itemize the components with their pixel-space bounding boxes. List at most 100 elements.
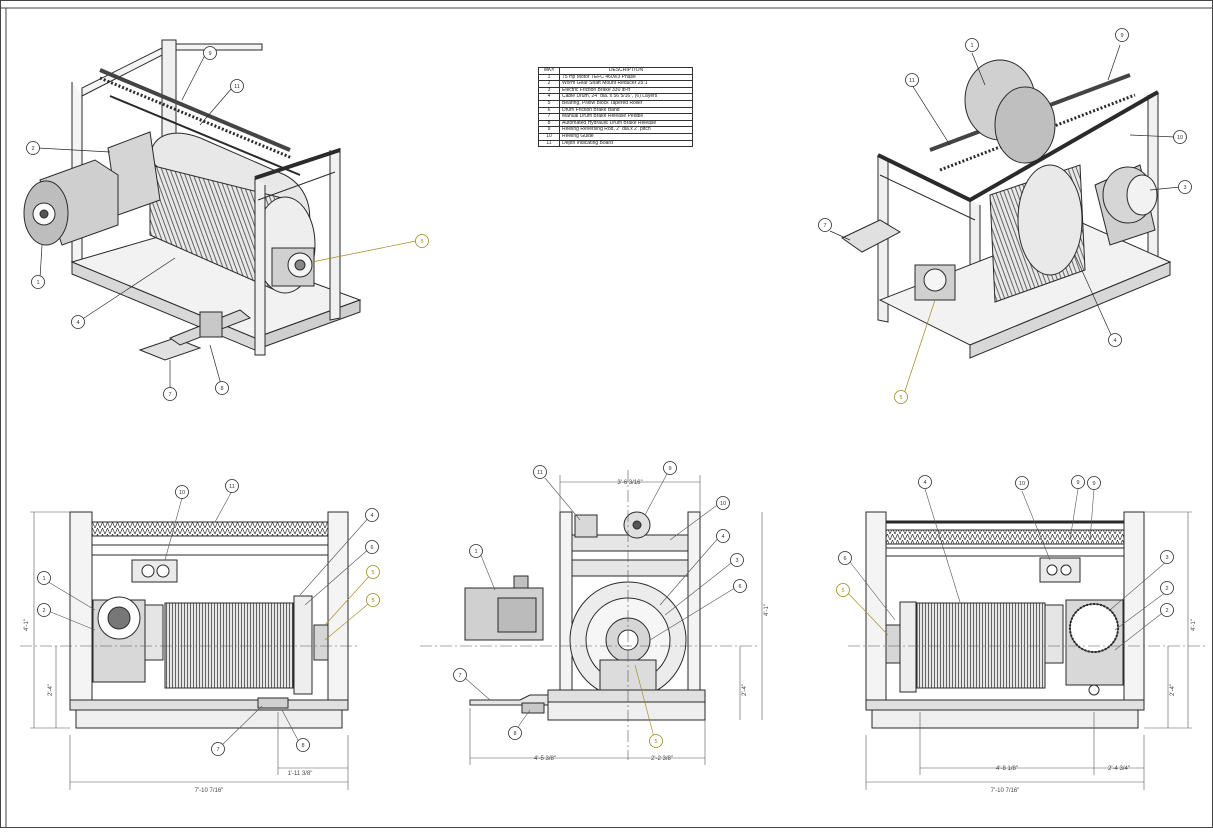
balloon-front-right-8: 2	[1160, 581, 1174, 595]
balloon-number: 9	[668, 466, 671, 472]
balloon-number: 8	[301, 743, 304, 749]
balloon-number: 5	[420, 239, 423, 245]
balloon-front-left-4: 2	[37, 603, 51, 617]
dim-left-width: 7'-10 7/16"	[195, 788, 224, 794]
balloon-number: 8	[220, 386, 223, 392]
balloon-number: 10	[1177, 135, 1183, 141]
isometric-view-right	[841, 59, 1172, 359]
dim-right-span: 4'-8 1/8"	[996, 766, 1018, 772]
balloon-number: 2	[42, 608, 45, 614]
balloon-number: 2	[1165, 586, 1168, 592]
balloon-front-right-1: 4	[918, 475, 932, 489]
balloon-front-right-3: 9	[1071, 475, 1085, 489]
balloon-front-right-9: 2	[1160, 603, 1174, 617]
balloon-iso-left-7: 7	[163, 387, 177, 401]
balloon-front-left-8: 5	[366, 593, 380, 607]
balloon-front-left-10: 8	[296, 738, 310, 752]
balloon-number: 4	[1113, 338, 1116, 344]
front-view-middle	[464, 511, 706, 721]
balloon-iso-right-1: 1	[965, 38, 979, 52]
isometric-view-left	[23, 39, 362, 361]
balloon-front-mid-4: 1	[469, 544, 483, 558]
balloon-iso-left-8: 8	[215, 381, 229, 395]
dim-left-height: 4'-1"	[24, 619, 30, 631]
balloon-iso-right-5: 3	[1178, 180, 1192, 194]
balloon-front-mid-3: 10	[716, 496, 730, 510]
callout-balloons: 9112145781911103745101112465578119101436…	[26, 28, 1192, 756]
balloon-number: 4	[76, 320, 79, 326]
balloon-number: 5	[371, 570, 374, 576]
balloon-number: 11	[234, 84, 240, 90]
balloon-front-mid-1: 11	[533, 465, 547, 479]
balloon-number: 3	[1165, 555, 1168, 561]
balloon-front-mid-8: 7	[453, 668, 467, 682]
balloon-number: 2	[1165, 608, 1168, 614]
balloon-iso-right-2: 9	[1115, 28, 1129, 42]
balloon-front-left-6: 6	[365, 540, 379, 554]
balloon-number: 4	[370, 513, 373, 519]
balloon-number: 7	[168, 392, 171, 398]
balloon-number: 9	[1076, 480, 1079, 486]
balloon-iso-left-4: 1	[31, 275, 45, 289]
balloon-iso-right-6: 7	[818, 218, 832, 232]
balloon-number: 6	[843, 556, 846, 562]
balloon-number: 5	[654, 739, 657, 745]
front-view-left	[69, 511, 349, 729]
balloon-number: 5	[371, 598, 374, 604]
balloon-front-mid-6: 3	[730, 553, 744, 567]
balloon-number: 10	[720, 501, 726, 507]
balloon-iso-left-6: 5	[415, 234, 429, 248]
balloon-number: 7	[458, 673, 461, 679]
balloon-front-mid-10: 5	[649, 734, 663, 748]
balloon-front-right-4: 9	[1087, 476, 1101, 490]
balloon-iso-left-3: 2	[26, 141, 40, 155]
balloon-number: 9	[1120, 33, 1123, 39]
iso-left-leaders	[37, 54, 417, 393]
balloon-number: 1	[36, 280, 39, 286]
balloon-iso-right-7: 4	[1108, 333, 1122, 347]
balloon-iso-right-8: 5	[894, 390, 908, 404]
balloon-number: 6	[738, 584, 741, 590]
balloon-front-right-7: 3	[1160, 550, 1174, 564]
dim-right-height: 4'-1"	[1191, 619, 1197, 631]
front-mid-dims	[420, 470, 763, 765]
dim-mid-right: 2'-2 3/8"	[651, 756, 673, 762]
balloon-number: 1	[474, 549, 477, 555]
balloon-front-mid-5: 4	[716, 529, 730, 543]
balloon-iso-left-5: 4	[71, 315, 85, 329]
balloon-number: 11	[229, 484, 235, 490]
balloon-number: 10	[1019, 481, 1025, 487]
balloon-number: 8	[513, 731, 516, 737]
dim-right-offset: 2'-4 3/4"	[1108, 766, 1130, 772]
balloon-number: 11	[909, 78, 915, 84]
balloon-front-left-7: 5	[366, 565, 380, 579]
bom-description: Depth Indicating Board	[559, 139, 693, 148]
dim-left-axis: 2'-4"	[48, 684, 54, 696]
iso-right-leaders	[829, 44, 1181, 398]
balloon-number: 6	[370, 545, 373, 551]
balloon-number: 1	[970, 43, 973, 49]
dim-right-axis: 2'-4"	[1170, 684, 1176, 696]
balloon-front-left-5: 4	[365, 508, 379, 522]
balloon-number: 7	[216, 747, 219, 753]
balloon-number: 10	[179, 490, 185, 496]
balloon-front-left-3: 1	[37, 571, 51, 585]
balloon-front-left-1: 10	[175, 485, 189, 499]
balloon-front-right-2: 10	[1015, 476, 1029, 490]
balloon-number: 5	[899, 395, 902, 401]
balloon-number: 3	[735, 558, 738, 564]
balloon-number: 1	[42, 576, 45, 582]
balloon-number: 11	[537, 470, 543, 476]
balloon-number: 7	[823, 223, 826, 229]
front-left-dims	[20, 490, 374, 790]
dim-mid-axis: 2'-4"	[742, 684, 748, 696]
dim-left-offset: 1'-11 3/8"	[288, 771, 313, 777]
front-right-dims	[846, 488, 1205, 790]
balloon-number: 4	[721, 534, 724, 540]
balloon-iso-right-4: 10	[1173, 130, 1187, 144]
front-view-right	[865, 511, 1145, 729]
balloon-front-mid-2: 9	[663, 461, 677, 475]
